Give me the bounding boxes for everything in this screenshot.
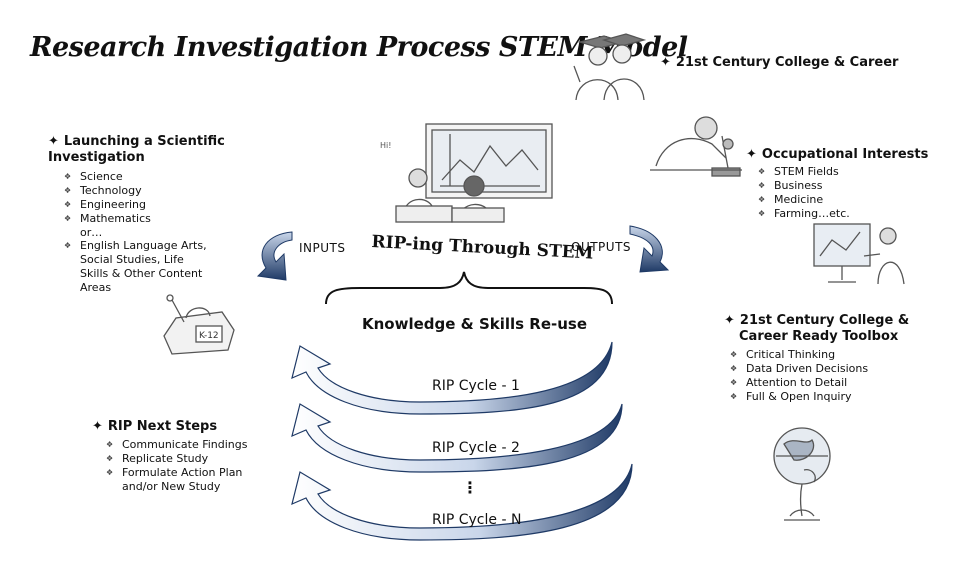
inputs-arrow-icon xyxy=(256,231,293,281)
toolbox-sketch: K-12 xyxy=(163,294,235,355)
outputs-arrow-icon xyxy=(629,225,670,273)
occupational-item: Business xyxy=(758,179,928,193)
stem-item-technology: Technology xyxy=(64,184,228,198)
occupational-section: ✦ Occupational Interests STEM Fields Busi… xyxy=(746,147,928,221)
star-bullet-icon: ✦ xyxy=(724,313,735,328)
launching-heading-text: Launching a Scientific Investigation xyxy=(48,134,225,165)
ellipsis-dots: ⋮ xyxy=(462,478,478,497)
or-text: or… xyxy=(80,226,103,239)
occupational-item: Medicine xyxy=(758,193,928,207)
college-career-text: 21st Century College & Career xyxy=(675,55,899,70)
next-steps-item: Communicate Findings xyxy=(106,438,262,452)
rip-cycle-n-arrow xyxy=(291,463,633,541)
toolbox-heading-text: 21st Century College & Career Ready Tool… xyxy=(739,313,910,344)
occupational-heading: ✦ Occupational Interests xyxy=(746,147,928,163)
star-bullet-icon: ✦ xyxy=(48,134,59,149)
toolbox-item: Full & Open Inquiry xyxy=(730,390,924,404)
occupational-item: Farming…etc. xyxy=(758,207,928,221)
toolbox-section: ✦ 21st Century College & Career Ready Too… xyxy=(724,313,924,404)
stem-list: Science Technology Engineering Mathemati… xyxy=(64,170,228,226)
toolbox-heading: ✦ 21st Century College & Career Ready Too… xyxy=(724,313,924,345)
computer-user-sketch xyxy=(813,223,905,285)
toolbox-item: Critical Thinking xyxy=(730,348,924,362)
stem-item-engineering: Engineering xyxy=(64,198,228,212)
rip-cycle-1-arrow xyxy=(291,341,613,415)
graduates-sketch xyxy=(573,33,647,101)
knowledge-label: Knowledge & Skills Re-use xyxy=(362,315,588,333)
other-item: English Language Arts, Social Studies, L… xyxy=(64,239,214,295)
next-steps-heading: ✦ RIP Next Steps xyxy=(92,419,262,435)
rip-cycle-n-label: RIP Cycle - N xyxy=(432,512,522,528)
rip-cycle-1-label: RIP Cycle - 1 xyxy=(432,378,520,394)
next-steps-list: Communicate Findings Replicate Study For… xyxy=(106,438,262,494)
scientist-microscope-sketch xyxy=(650,116,742,177)
launching-section: ✦Launching a Scientific Investigation Sc… xyxy=(48,134,228,295)
svg-text:Hi!: Hi! xyxy=(380,141,391,150)
launching-heading: ✦Launching a Scientific Investigation xyxy=(48,134,228,166)
globe-tree-sketch xyxy=(773,427,831,521)
occupational-heading-text: Occupational Interests xyxy=(761,147,929,162)
other-list: English Language Arts, Social Studies, L… xyxy=(64,239,214,295)
star-bullet-icon: ✦ xyxy=(92,419,103,434)
stem-item-mathematics: Mathematics xyxy=(64,212,228,226)
inputs-label: INPUTS xyxy=(299,241,346,255)
page-title: Research Investigation Process STEM Mode… xyxy=(30,32,688,63)
rip-cycle-2-arrow xyxy=(291,403,623,473)
rip-cycle-2-label: RIP Cycle - 2 xyxy=(432,440,520,456)
kit-label: K-12 xyxy=(199,331,219,341)
college-career-heading: ✦ 21st Century College & Career xyxy=(660,55,898,71)
brace-shape xyxy=(325,271,613,305)
students-classroom-sketch: Hi! xyxy=(380,123,553,223)
stem-item-science: Science xyxy=(64,170,228,184)
next-steps-item: Replicate Study xyxy=(106,452,262,466)
star-bullet-icon: ✦ xyxy=(660,55,671,70)
toolbox-item: Attention to Detail xyxy=(730,376,924,390)
outputs-label: OUTPUTS xyxy=(571,240,632,254)
toolbox-list: Critical Thinking Data Driven Decisions … xyxy=(730,348,924,404)
toolbox-item: Data Driven Decisions xyxy=(730,362,924,376)
occupational-item: STEM Fields xyxy=(758,165,928,179)
next-steps-heading-text: RIP Next Steps xyxy=(107,419,218,434)
occupational-list: STEM Fields Business Medicine Farming…et… xyxy=(758,165,928,221)
star-bullet-icon: ✦ xyxy=(746,147,757,162)
next-steps-section: ✦ RIP Next Steps Communicate Findings Rep… xyxy=(92,419,262,494)
next-steps-item: Formulate Action Plan and/or New Study xyxy=(106,466,262,494)
